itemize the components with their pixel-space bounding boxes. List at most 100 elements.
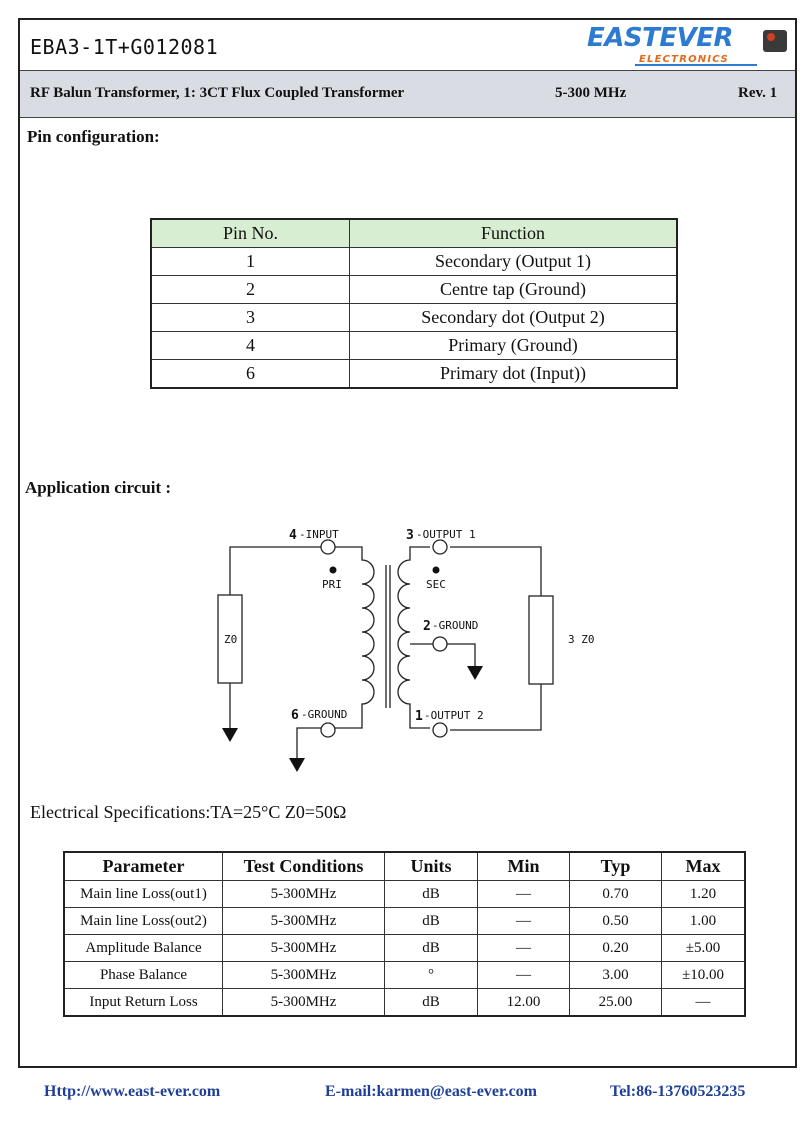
cell-typ: 0.70 bbox=[569, 880, 662, 908]
pin-function: Primary (Ground) bbox=[349, 331, 678, 360]
pin3-terminal bbox=[432, 539, 448, 555]
description-bar: RF Balun Transformer, 1: 3CT Flux Couple… bbox=[20, 71, 795, 118]
secondary-winding bbox=[397, 546, 430, 729]
left-wire bbox=[229, 546, 322, 595]
cell-max: ±10.00 bbox=[661, 961, 746, 989]
pin4-terminal bbox=[320, 539, 336, 555]
cell-min: — bbox=[477, 934, 570, 962]
pin1-label: -OUTPUT 2 bbox=[424, 709, 484, 722]
website-link[interactable]: Http://www.east-ever.com bbox=[44, 1083, 221, 1100]
pin6-terminal bbox=[320, 722, 336, 738]
pin2-label: -GROUND bbox=[432, 619, 478, 632]
3z0-label: 3 Z0 bbox=[568, 633, 595, 646]
logo-underline bbox=[635, 64, 757, 66]
pin4-number: 4 bbox=[289, 528, 297, 543]
pin-number: 6 bbox=[150, 359, 350, 389]
cell-min: — bbox=[477, 907, 570, 935]
pin-config-title: Pin configuration: bbox=[27, 127, 160, 146]
page-frame bbox=[18, 18, 797, 1068]
company-logo: EASTEVER ELECTRONICS bbox=[587, 23, 787, 66]
col-parameter: Parameter bbox=[63, 851, 223, 881]
pin4-label: -INPUT bbox=[299, 528, 339, 541]
cell-units: dB bbox=[384, 880, 478, 908]
primary-winding bbox=[335, 546, 375, 729]
pri-label: PRI bbox=[322, 578, 342, 591]
telephone: Tel:86-13760523235 bbox=[610, 1083, 746, 1100]
pin1-terminal bbox=[432, 722, 448, 738]
pin2-terminal bbox=[432, 636, 448, 652]
col-test-conditions: Test Conditions bbox=[222, 851, 385, 881]
col-max: Max bbox=[661, 851, 746, 881]
ground-arrow-icon bbox=[467, 666, 483, 680]
title-bar: EBA3-1T+G012081 EASTEVER ELECTRONICS bbox=[20, 20, 795, 71]
centre-tap-wire bbox=[410, 643, 476, 666]
ground-arrow-icon bbox=[289, 758, 305, 772]
pin3-number: 3 bbox=[406, 528, 414, 543]
pin3-label: -OUTPUT 1 bbox=[416, 528, 476, 541]
sec-label: SEC bbox=[426, 578, 446, 591]
revision: Rev. 1 bbox=[738, 85, 778, 101]
cell-min: 12.00 bbox=[477, 988, 570, 1017]
pin-function: Secondary dot (Output 2) bbox=[349, 303, 678, 332]
email-link[interactable]: E-mail:karmen@east-ever.com bbox=[325, 1083, 538, 1100]
product-description: RF Balun Transformer, 1: 3CT Flux Couple… bbox=[30, 85, 405, 101]
pin-table-header: Pin No. Function bbox=[150, 218, 678, 248]
cell-typ: 3.00 bbox=[569, 961, 662, 989]
cell-units: dB bbox=[384, 907, 478, 935]
cell-max: 1.20 bbox=[661, 880, 746, 908]
cell-parameter: Main line Loss(out2) bbox=[63, 907, 223, 935]
output1-wire bbox=[450, 546, 542, 596]
cell-typ: 0.50 bbox=[569, 907, 662, 935]
cell-conditions: 5-300MHz bbox=[222, 961, 385, 989]
cell-min: — bbox=[477, 961, 570, 989]
pin-number: 4 bbox=[150, 331, 350, 360]
cell-conditions: 5-300MHz bbox=[222, 988, 385, 1017]
cell-conditions: 5-300MHz bbox=[222, 907, 385, 935]
cell-units: dB bbox=[384, 934, 478, 962]
output2-wire bbox=[450, 684, 542, 731]
cell-max: — bbox=[661, 988, 746, 1017]
pin-number: 1 bbox=[150, 247, 350, 276]
logo-brand: EASTEVER bbox=[587, 23, 734, 53]
pin6-label: -GROUND bbox=[301, 708, 347, 721]
3z0-resistor bbox=[528, 595, 554, 685]
col-units: Units bbox=[384, 851, 478, 881]
cell-max: ±5.00 bbox=[661, 934, 746, 962]
specs-table: Parameter Test Conditions Units Min Typ … bbox=[63, 851, 746, 1017]
cell-units: ° bbox=[384, 961, 478, 989]
cell-conditions: 5-300MHz bbox=[222, 880, 385, 908]
cell-conditions: 5-300MHz bbox=[222, 934, 385, 962]
function-col-header: Function bbox=[349, 218, 678, 248]
frequency-range: 5-300 MHz bbox=[555, 85, 627, 101]
cell-max: 1.00 bbox=[661, 907, 746, 935]
pin2-number: 2 bbox=[423, 619, 431, 634]
cell-parameter: Input Return Loss bbox=[63, 988, 223, 1017]
part-number: EBA3-1T+G012081 bbox=[30, 35, 219, 59]
cell-parameter: Phase Balance bbox=[63, 961, 223, 989]
cell-typ: 25.00 bbox=[569, 988, 662, 1017]
col-min: Min bbox=[477, 851, 570, 881]
pin-function: Secondary (Output 1) bbox=[349, 247, 678, 276]
cell-parameter: Amplitude Balance bbox=[63, 934, 223, 962]
primary-dot bbox=[329, 566, 337, 574]
pin6-number: 6 bbox=[291, 708, 299, 723]
secondary-dot bbox=[432, 566, 440, 574]
application-circuit-title: Application circuit : bbox=[25, 478, 172, 497]
cell-typ: 0.20 bbox=[569, 934, 662, 962]
pin1-number: 1 bbox=[415, 709, 423, 724]
ground-arrow-icon bbox=[222, 728, 238, 742]
logo-sub: ELECTRONICS bbox=[639, 54, 729, 65]
chip-icon bbox=[763, 30, 787, 52]
specs-title: Electrical Specifications:TA=25°C Z0=50Ω bbox=[30, 802, 347, 822]
pin-function: Primary dot (Input)) bbox=[349, 359, 678, 389]
